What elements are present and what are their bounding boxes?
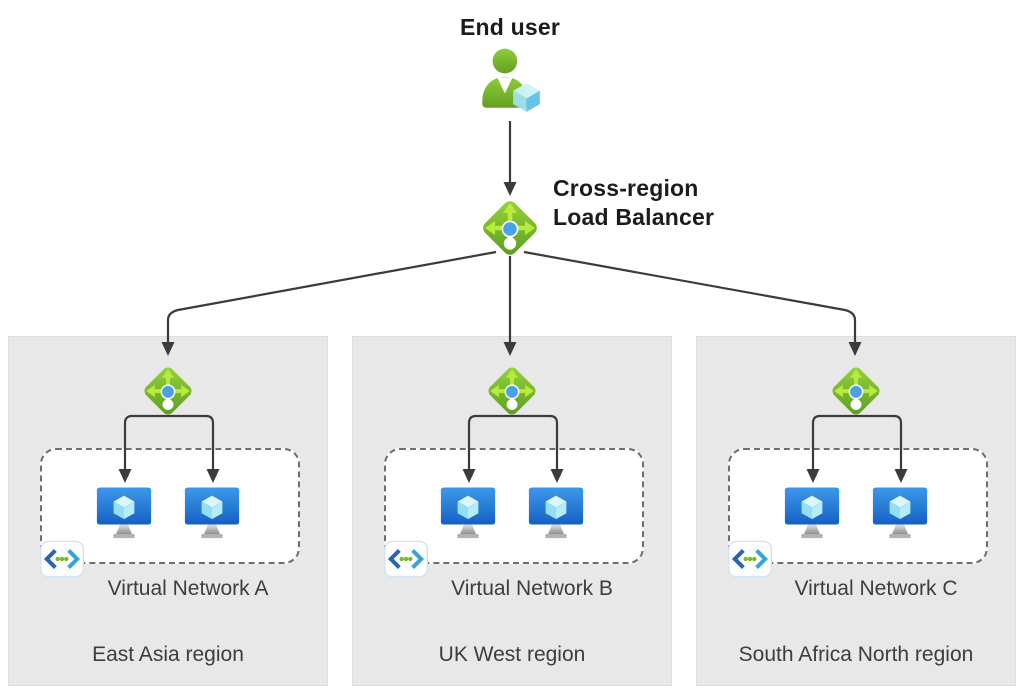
cross-region-load-balancer-icon (483, 201, 537, 255)
virtual-network-icon (727, 540, 773, 578)
end-user-label: End user (459, 14, 560, 40)
regional-load-balancer-icon (144, 367, 192, 415)
virtual-network-icon (383, 540, 429, 578)
cross-region-lb-label: Cross-region Load Balancer (553, 174, 714, 232)
virtual-network-boundary (40, 448, 300, 564)
region-east-asia: Virtual Network A East Asia region (8, 336, 328, 686)
virtual-network-icon (39, 540, 85, 578)
virtual-machine-icon (96, 487, 152, 539)
lb-to-vm-arrows (462, 414, 564, 483)
virtual-machine-icon (784, 487, 840, 539)
regional-load-balancer-icon (488, 367, 536, 415)
region-label: East Asia region (92, 643, 244, 666)
region-uk-west: Virtual Network B UK West region (352, 336, 672, 686)
virtual-machine-icon (528, 487, 584, 539)
vnet-label: Virtual Network B (451, 577, 613, 600)
cross-region-lb-label-line1: Cross-region (553, 175, 699, 201)
person-with-cube-icon (482, 48, 540, 112)
lb-to-vm-arrows (806, 414, 908, 483)
virtual-network-boundary (728, 448, 988, 564)
virtual-machine-icon (440, 487, 496, 539)
region-south-africa-north: Virtual Network C South Africa North reg… (696, 336, 1016, 686)
region-label: UK West region (438, 643, 586, 666)
virtual-machine-icon (184, 487, 240, 539)
region-label: South Africa North region (738, 643, 974, 666)
regional-load-balancer-icon (832, 367, 880, 415)
virtual-network-boundary (384, 448, 644, 564)
vnet-label: Virtual Network C (794, 577, 958, 600)
cross-region-lb-label-line2: Load Balancer (553, 204, 715, 230)
virtual-machine-icon (872, 487, 928, 539)
vnet-label: Virtual Network A (107, 577, 269, 600)
lb-to-vm-arrows (118, 414, 220, 483)
